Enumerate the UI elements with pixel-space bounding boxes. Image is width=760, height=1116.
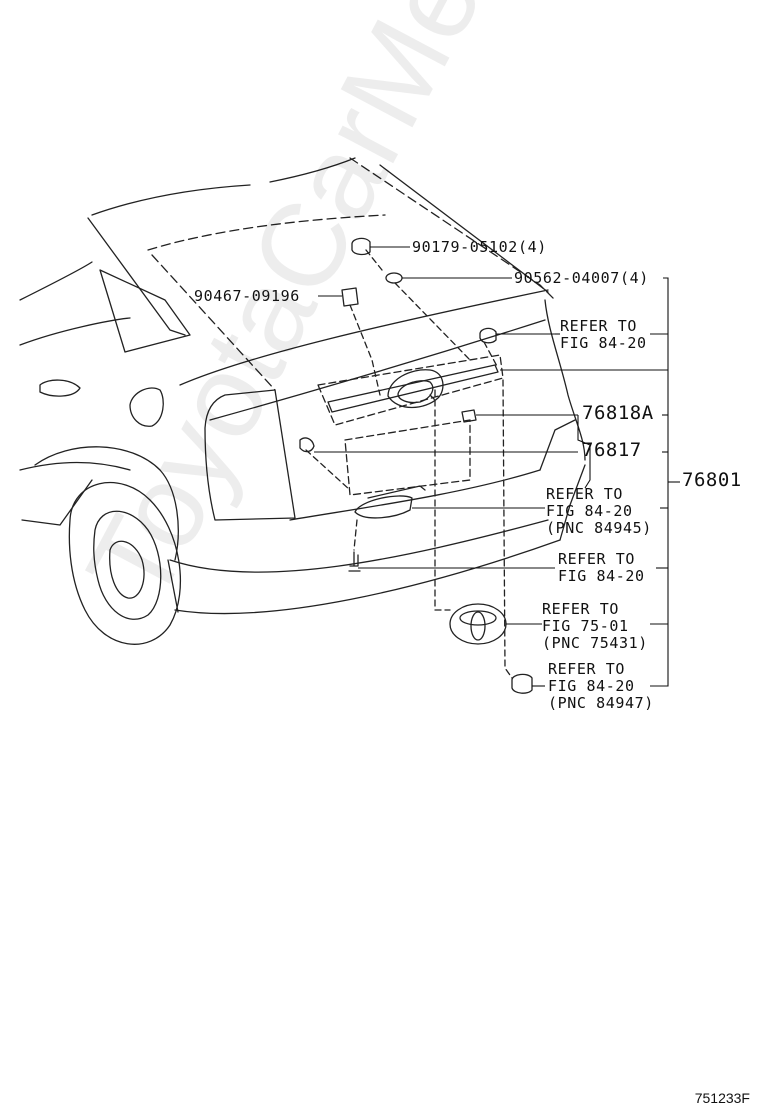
callout-refer-3[interactable]: REFER TO FIG 84-20 xyxy=(558,551,645,585)
callout-refer-4[interactable]: REFER TO FIG 75-01 (PNC 75431) xyxy=(542,601,648,652)
bumper-corner xyxy=(559,464,586,541)
license-area xyxy=(344,419,471,496)
body-side-line xyxy=(19,317,131,346)
tail-lamp-left xyxy=(204,389,296,521)
emblem-plate xyxy=(387,369,444,409)
callout-2-line3: (PNC 84945) xyxy=(546,519,652,537)
callout-3-line1: REFER TO xyxy=(558,550,636,568)
rear-glass-side xyxy=(151,254,276,391)
callout-3-line2: FIG 84-20 xyxy=(558,567,645,585)
side-lower-edge xyxy=(19,461,131,471)
callout-refer-1[interactable]: REFER TO FIG 84-20 xyxy=(560,318,647,352)
bumper-lower xyxy=(174,539,561,615)
roof-outline xyxy=(349,157,556,301)
fuel-door xyxy=(129,387,164,427)
callout-2-line1: REFER TO xyxy=(546,485,624,503)
hatch-lower xyxy=(289,469,541,521)
callout-5-line3: (PNC 84947) xyxy=(548,694,654,712)
body-side-lower xyxy=(21,479,93,526)
part-label-90562[interactable]: 90562-04007(4) xyxy=(514,269,649,287)
side-window xyxy=(99,269,191,353)
clip-76817 xyxy=(299,437,315,453)
callout-refer-5[interactable]: REFER TO FIG 84-20 (PNC 84947) xyxy=(548,661,654,712)
figure-id: 751233F xyxy=(694,1090,750,1106)
callout-5-line1: REFER TO xyxy=(548,660,626,678)
bumper-end xyxy=(167,559,179,613)
callout-5-line2: FIG 84-20 xyxy=(548,677,635,695)
hatch-top xyxy=(179,289,549,386)
bumper-top xyxy=(169,519,549,573)
callout-2-line2: FIG 84-20 xyxy=(546,502,633,520)
license-lamp xyxy=(354,495,413,519)
washer-90562 xyxy=(385,272,403,284)
part-label-76801[interactable]: 76801 xyxy=(682,469,742,491)
hatch-side-right xyxy=(544,299,586,461)
callout-1-line2: FIG 84-20 xyxy=(560,334,647,352)
toyota-emblem-inner-v xyxy=(470,611,486,641)
callout-refer-2[interactable]: REFER TO FIG 84-20 (PNC 84945) xyxy=(546,486,652,537)
callout-4-line1: REFER TO xyxy=(542,600,620,618)
roof-edge xyxy=(269,157,356,183)
emblem-plate-inner xyxy=(397,380,434,404)
part-76818a xyxy=(461,409,477,423)
bolt-1 xyxy=(479,327,497,344)
tire-rim xyxy=(109,540,145,599)
rear-fender xyxy=(19,261,93,301)
c-pillar xyxy=(91,184,251,216)
tire-inner xyxy=(93,510,162,620)
tire-outer xyxy=(68,481,182,645)
callout-4-line3: (PNC 75431) xyxy=(542,634,648,652)
garnish-inner xyxy=(327,364,499,413)
part-label-76818a[interactable]: 76818A xyxy=(582,402,654,424)
rear-glass-upper xyxy=(147,214,386,251)
c-pillar-2 xyxy=(87,217,186,336)
callout-1-line1: REFER TO xyxy=(560,317,638,335)
tail-lamp-right xyxy=(539,419,576,471)
part-label-76817[interactable]: 76817 xyxy=(582,439,642,461)
part-label-90179[interactable]: 90179-05102(4) xyxy=(412,238,547,256)
door-handle xyxy=(39,379,81,397)
screw xyxy=(348,551,361,572)
clip-90467 xyxy=(341,287,359,307)
cap-84947 xyxy=(511,673,533,694)
wheel-arch xyxy=(34,446,179,561)
nut-90179 xyxy=(351,237,371,256)
callout-4-line2: FIG 75-01 xyxy=(542,617,629,635)
garnish-panel xyxy=(317,354,504,426)
part-label-90467[interactable]: 90467-09196 xyxy=(194,287,300,305)
toyota-emblem-inner-h xyxy=(459,610,497,626)
toyota-emblem xyxy=(449,603,507,645)
roof-line-2 xyxy=(379,164,549,293)
license-lamp-top xyxy=(367,485,426,499)
